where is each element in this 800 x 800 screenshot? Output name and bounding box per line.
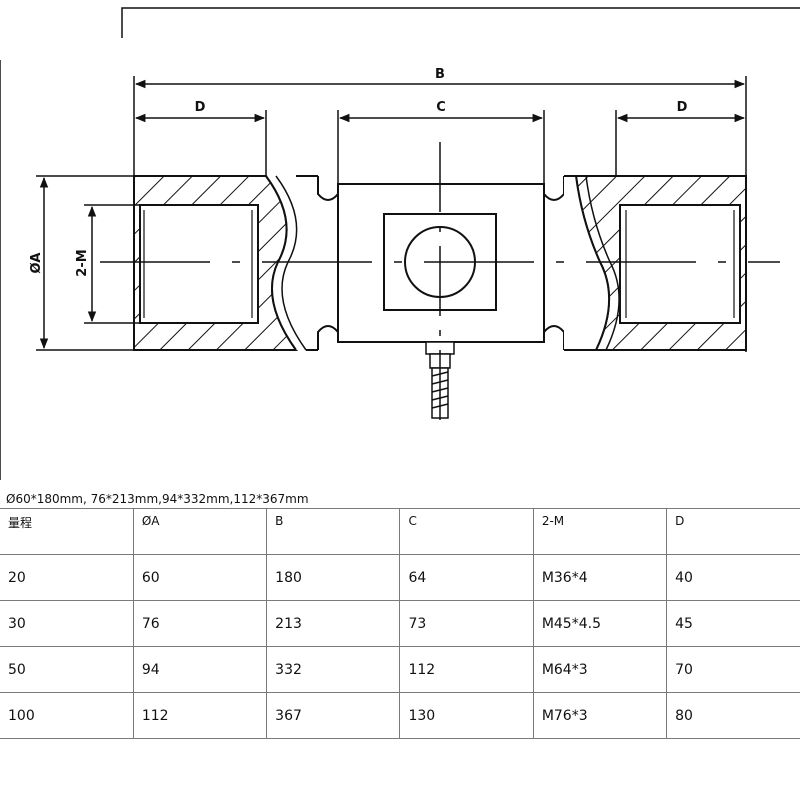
table-cell: 112 xyxy=(132,692,268,739)
header-2m: 2-M xyxy=(532,508,668,555)
spec-table: 量程 ØA B C 2-M D 20 60 180 64 M36*4 40 30… xyxy=(0,508,800,739)
table-cell: 40 xyxy=(666,554,800,601)
right-thread-bore xyxy=(619,204,741,324)
table-row: 100 112 367 130 M76*3 80 xyxy=(0,692,800,739)
dimension-d-right-label: D xyxy=(677,100,688,115)
dimension-caption: Ø60*180mm, 76*213mm,94*332mm,112*367mm xyxy=(6,492,309,506)
table-cell: 20 xyxy=(0,554,134,601)
dimension-b-label: B xyxy=(435,67,445,82)
table-cell: 100 xyxy=(0,692,134,739)
dimension-m-label: 2-M xyxy=(75,249,90,276)
table-cell: M64*3 xyxy=(532,646,668,693)
dimension-d-left-label: D xyxy=(195,100,206,115)
table-cell: 80 xyxy=(666,692,800,739)
table-cell: 180 xyxy=(266,554,401,601)
dimension-c-label: C xyxy=(436,100,446,115)
table-cell: 94 xyxy=(132,646,268,693)
table-cell: 367 xyxy=(266,692,401,739)
table-cell: 332 xyxy=(266,646,401,693)
header-d: D xyxy=(666,508,800,555)
table-cell: 64 xyxy=(399,554,534,601)
table-cell: M36*4 xyxy=(532,554,668,601)
right-end-block xyxy=(564,175,747,351)
table-row: 30 76 213 73 M45*4.5 45 xyxy=(0,600,800,647)
table-cell: 73 xyxy=(399,600,534,647)
header-diameter-a: ØA xyxy=(132,508,268,555)
table-row: 50 94 332 112 M64*3 70 xyxy=(0,646,800,693)
technical-drawing: B D C D ØA 2-M xyxy=(0,7,800,480)
table-cell: 130 xyxy=(399,692,534,739)
table-row: 20 60 180 64 M36*4 40 xyxy=(0,554,800,601)
table-cell: 50 xyxy=(0,646,134,693)
dimension-c xyxy=(337,110,545,184)
table-cell: 70 xyxy=(666,646,800,693)
right-shaft xyxy=(543,176,565,350)
header-range: 量程 xyxy=(0,508,134,555)
table-header-row: 量程 ØA B C 2-M D xyxy=(0,508,800,555)
dimension-d-right xyxy=(615,110,746,176)
table-cell: M76*3 xyxy=(532,692,668,739)
dimension-d-left xyxy=(134,110,267,176)
table-cell: 30 xyxy=(0,600,134,647)
dimension-a-label: ØA xyxy=(29,253,44,274)
table-cell: 213 xyxy=(266,600,401,647)
table-cell: 45 xyxy=(666,600,800,647)
table-cell: 76 xyxy=(132,600,268,647)
table-cell: M45*4.5 xyxy=(532,600,668,647)
frame-lines xyxy=(0,7,800,480)
left-thread-bore xyxy=(139,204,259,324)
dimension-m xyxy=(84,204,140,324)
center-lines xyxy=(100,142,780,430)
left-end-block xyxy=(133,175,320,351)
header-c: C xyxy=(399,508,534,555)
dimension-a xyxy=(36,175,134,351)
table-cell: 112 xyxy=(399,646,534,693)
table-cell: 60 xyxy=(132,554,268,601)
header-b: B xyxy=(266,508,401,555)
